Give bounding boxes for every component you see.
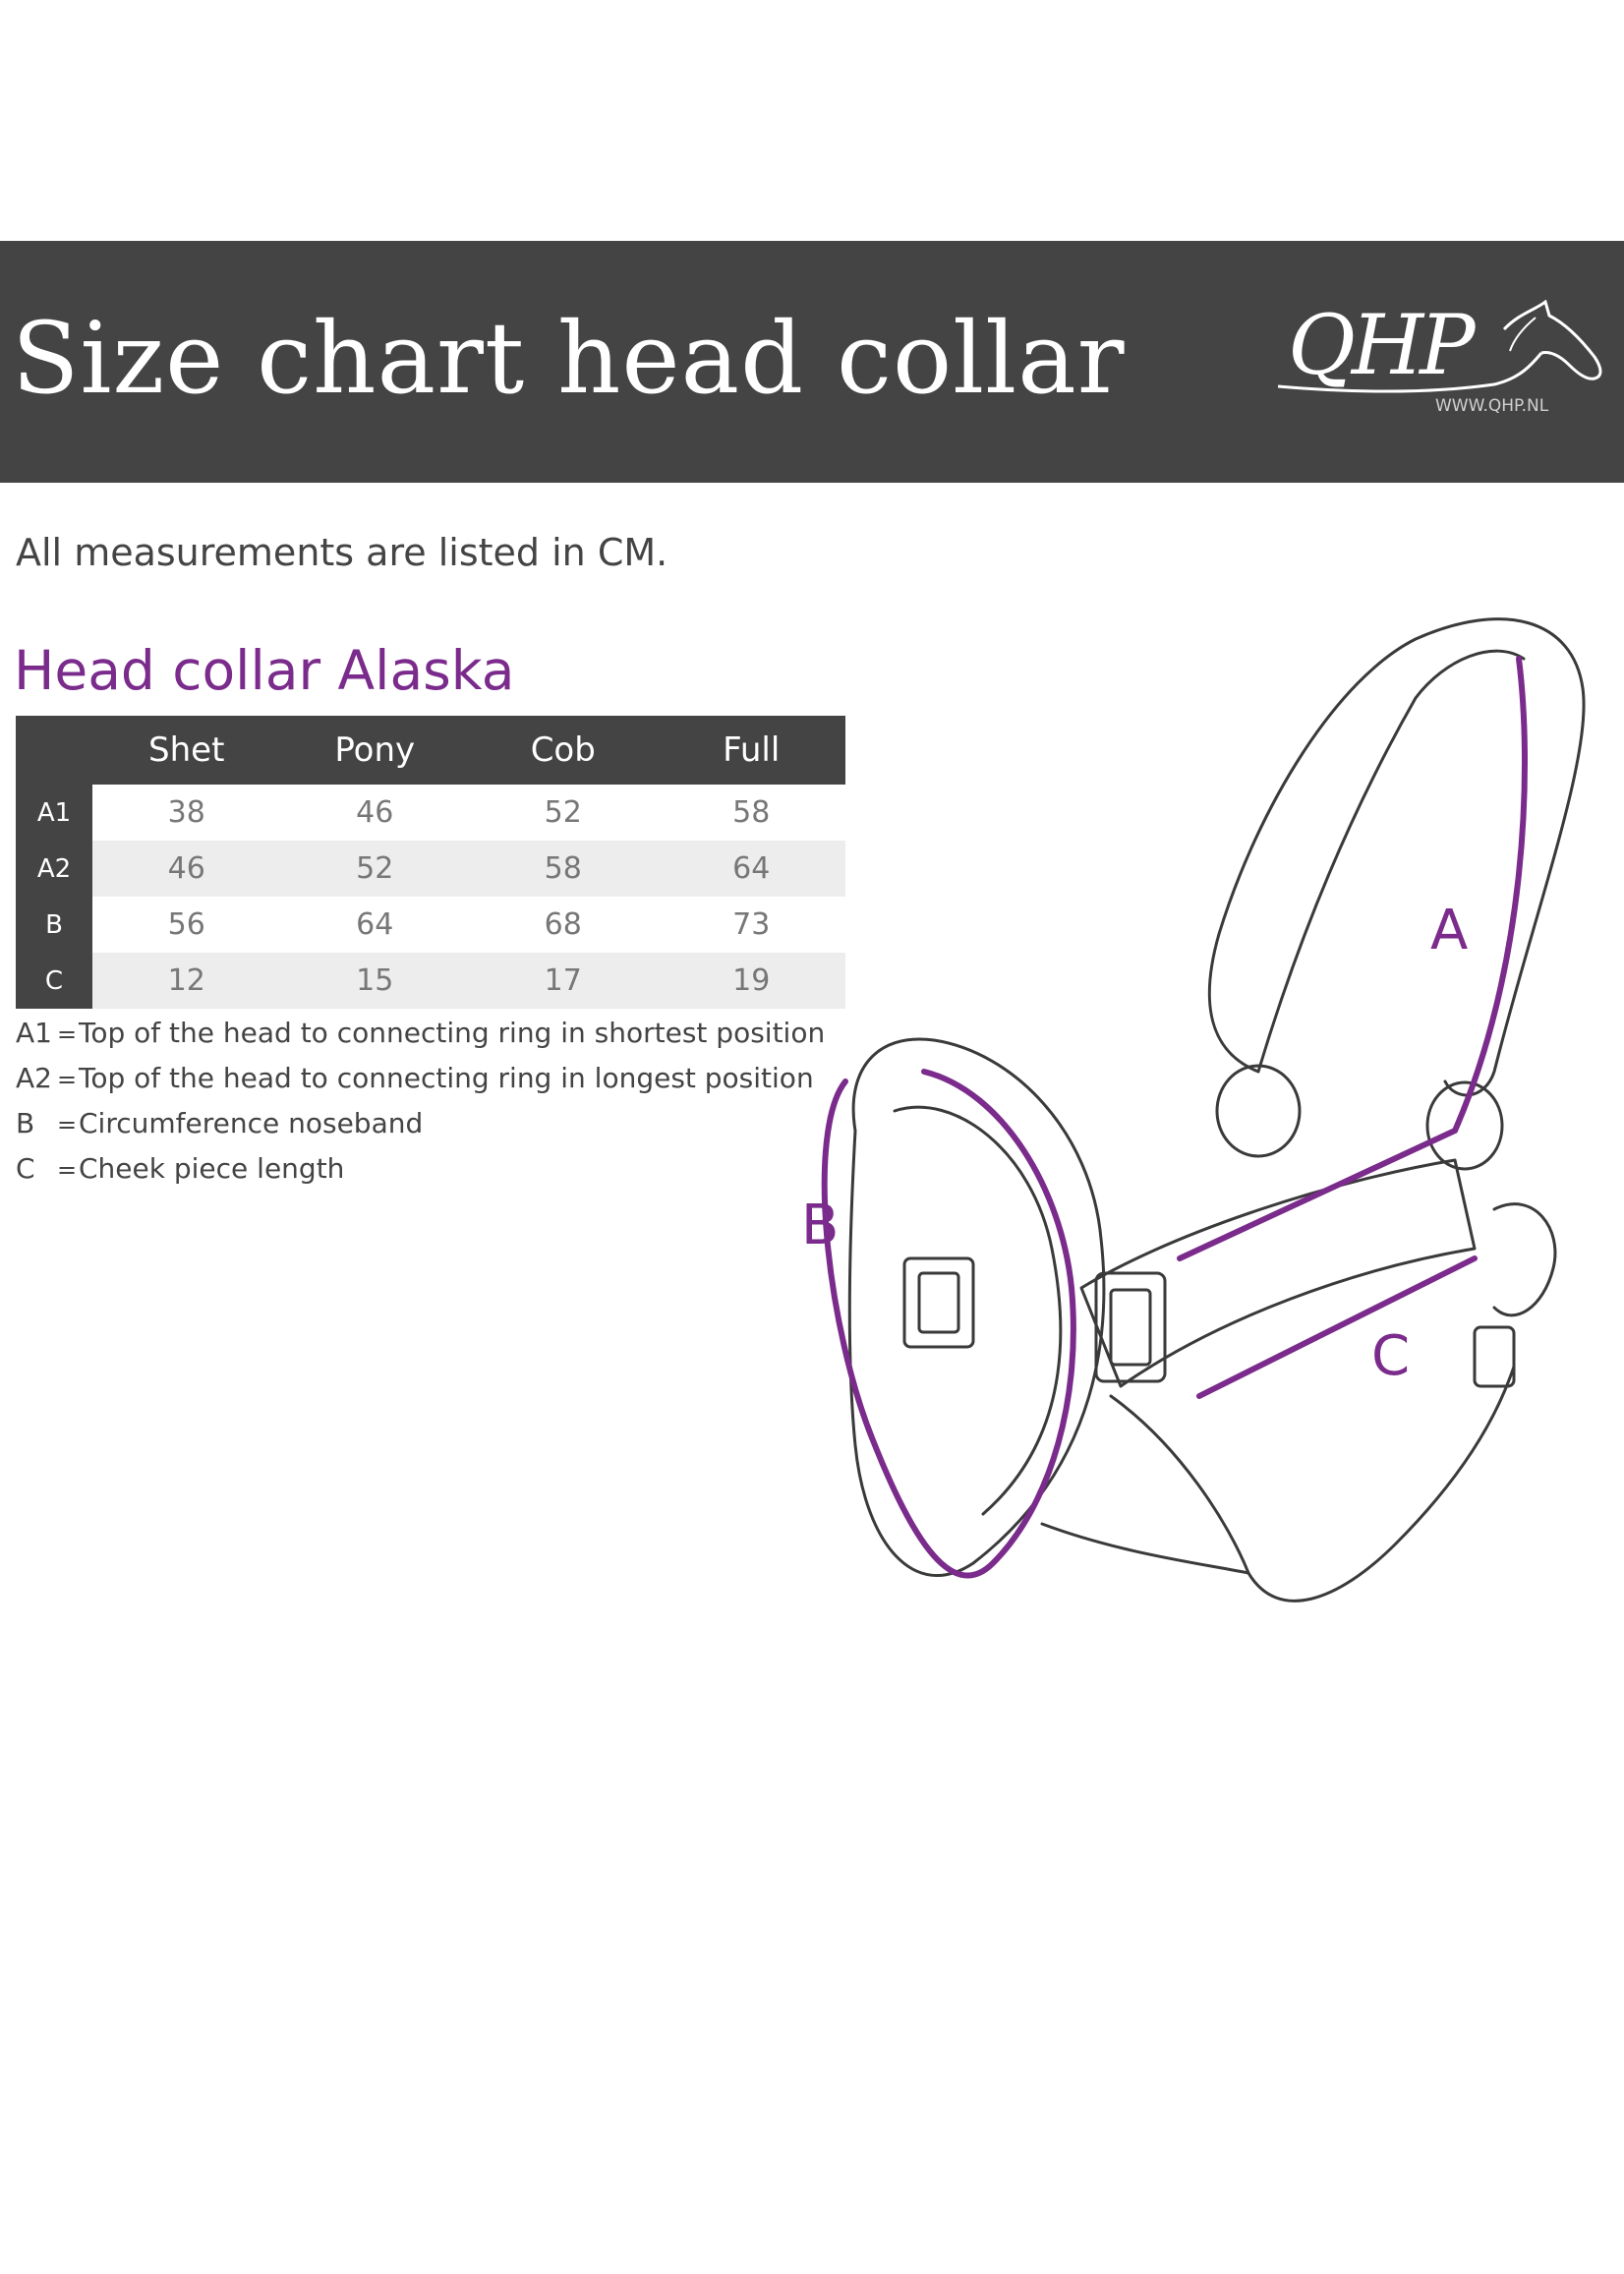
cheek-piece	[1079, 1158, 1477, 1388]
lead-clip	[1473, 1325, 1516, 1388]
size-value: 68	[544, 907, 582, 942]
legend-text: Circumference noseband	[79, 1107, 424, 1139]
size-value: 58	[732, 795, 771, 830]
column-header: Pony	[280, 716, 469, 785]
head-collar-diagram: A B C	[801, 617, 1586, 1603]
chin-strap	[1109, 1365, 1516, 1603]
measure-line-c	[1196, 1255, 1478, 1399]
legend-item: A2 = Top of the head to connecting ring …	[16, 1062, 825, 1107]
label-b: B	[801, 1194, 839, 1257]
logo-text: QHP	[1288, 297, 1476, 393]
equals-sign: =	[57, 1156, 78, 1184]
measurement-note: All measurements are listed in CM.	[16, 531, 668, 574]
noseband-buckle	[902, 1256, 975, 1349]
size-table: Shet Pony Cob Full A1 38 46 52 58 A2 46 …	[16, 716, 845, 1009]
equals-sign: =	[57, 1066, 78, 1093]
size-value: 52	[544, 795, 582, 830]
row-code: C	[16, 953, 92, 1009]
size-value: 64	[356, 907, 394, 942]
product-title: Head collar Alaska	[14, 639, 515, 702]
size-value: 19	[657, 953, 845, 1009]
legend-code: A2	[16, 1062, 52, 1094]
table-row: A1 38 46 52 58	[16, 785, 845, 841]
header-corner	[16, 716, 92, 785]
row-code: A2	[16, 841, 92, 897]
legend-code: C	[16, 1152, 35, 1185]
legend-text: Cheek piece length	[79, 1152, 345, 1185]
table-row: B 56 64 68 73	[16, 897, 845, 953]
column-header: Cob	[469, 716, 658, 785]
throat-ring-left	[1215, 1064, 1302, 1158]
legend-item: C = Cheek piece length	[16, 1152, 825, 1197]
logo-url: WWW.QHP.NL	[1435, 396, 1549, 416]
equals-sign: =	[57, 1020, 78, 1048]
measurement-legend: A1 = Top of the head to connecting ring …	[16, 1017, 825, 1197]
legend-item: A1 = Top of the head to connecting ring …	[16, 1017, 825, 1062]
size-value: 73	[732, 907, 771, 942]
size-value: 12	[92, 953, 281, 1009]
lead-ring	[1492, 1202, 1557, 1317]
crown-strap	[1207, 617, 1586, 1097]
legend-item: B = Circumference noseband	[16, 1107, 825, 1152]
equals-sign: =	[57, 1111, 78, 1138]
noseband-loop	[847, 1037, 1106, 1577]
row-code: B	[16, 897, 92, 953]
horse-head-icon	[1278, 300, 1602, 393]
legend-text: Top of the head to connecting ring in sh…	[79, 1017, 826, 1049]
table-row: A2 46 52 58 64	[16, 841, 845, 897]
measure-line-a	[1177, 656, 1529, 1261]
title-banner: Size chart head collar QHP WWW.QHP.NL	[0, 241, 1624, 483]
noseband-inner-edge	[893, 1105, 1063, 1516]
size-value: 15	[280, 953, 469, 1009]
size-value: 52	[280, 841, 469, 897]
legend-code: A1	[16, 1017, 52, 1049]
label-c: C	[1371, 1324, 1410, 1388]
row-code: A1	[16, 785, 92, 841]
column-header: Full	[657, 716, 845, 785]
size-table-header: Shet Pony Cob Full	[16, 716, 845, 785]
legend-code: B	[16, 1107, 35, 1139]
label-a: A	[1430, 899, 1468, 962]
column-header: Shet	[92, 716, 281, 785]
measurement-lines	[821, 656, 1529, 1579]
chin-strap-edge	[1040, 1522, 1250, 1575]
size-value: 64	[657, 841, 845, 897]
measure-line-b	[821, 1069, 1076, 1579]
size-value: 46	[356, 795, 394, 830]
size-value: 17	[469, 953, 658, 1009]
size-value: 58	[469, 841, 658, 897]
size-value: 56	[167, 907, 205, 942]
table-row: C 12 15 17 19	[16, 953, 845, 1009]
page-title: Size chart head collar	[12, 301, 1126, 416]
size-value: 38	[167, 795, 205, 830]
size-value: 46	[92, 841, 281, 897]
qhp-logo: QHP WWW.QHP.NL	[1278, 300, 1612, 428]
throat-ring-right	[1425, 1080, 1504, 1171]
crown-strap-inner-edge	[1256, 649, 1526, 1074]
legend-text: Top of the head to connecting ring in lo…	[79, 1062, 814, 1094]
head-collar-outline	[847, 617, 1586, 1603]
cheek-buckle	[1094, 1271, 1167, 1383]
cheek-buckle-inner	[1109, 1288, 1152, 1367]
noseband-buckle-inner	[917, 1271, 960, 1334]
